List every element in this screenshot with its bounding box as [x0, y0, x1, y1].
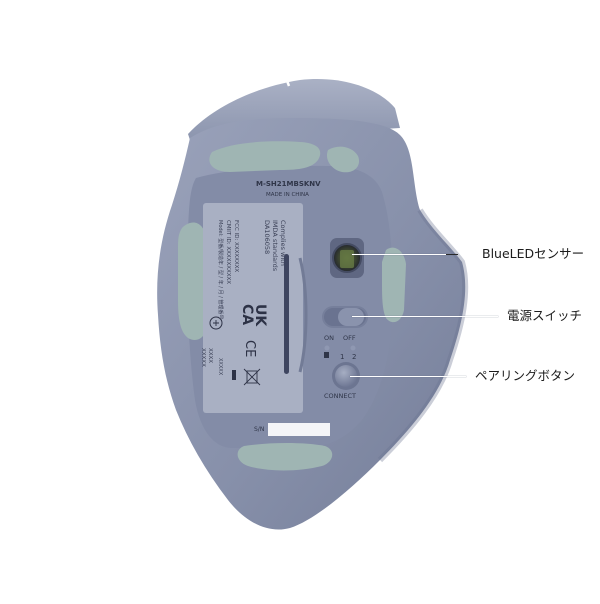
fcc-id: FCC ID: XXXXXXXX: [233, 220, 239, 272]
complies-line-3: DA106058: [263, 220, 271, 254]
power-callout-label: 電源スイッチ: [507, 308, 583, 323]
foot-bottom: [237, 443, 333, 471]
blue-led-sensor: [330, 238, 364, 278]
complies-line-2: IMDA standards: [271, 220, 279, 272]
code-line-1: XXXX: [207, 348, 213, 363]
code-line-2: XXXXX: [200, 348, 206, 367]
bar-mark: [232, 370, 236, 380]
channel-2: 2: [352, 353, 356, 361]
model-line: Model: 型番/製造年 / 型 / 年 / 月 / 管理番号: [217, 220, 224, 319]
power-callout-line: [352, 316, 498, 317]
foot-left: [178, 222, 208, 340]
serial-label: S/N: [254, 426, 264, 433]
foot-top: [209, 141, 321, 172]
cmiit-id: CMIIT ID: XXXXXXXXXX: [225, 220, 231, 284]
foot-top-right: [326, 146, 360, 173]
model-number: M-SH21MBSKNV: [256, 180, 321, 188]
ukca-bottom: CA: [239, 304, 255, 325]
pairing-callout-label: ペアリングボタン: [475, 368, 576, 383]
ukca-top: UK: [252, 304, 268, 327]
sensor-callout-line-tail: [446, 254, 458, 255]
sensor-callout-line: [352, 254, 456, 255]
pairing-callout-line: [350, 376, 466, 377]
serial-field: [268, 423, 330, 436]
connect-button[interactable]: [332, 362, 360, 390]
regulatory-text-group: Complies with IMDA standards DA106058 FC…: [200, 220, 287, 376]
battery-slot: [284, 254, 289, 374]
safety-symbol-icon: [209, 316, 223, 330]
ce-mark: CE: [242, 340, 257, 357]
connect-label: CONNECT: [324, 392, 356, 400]
channel-1: 1: [340, 353, 344, 361]
switch-on-label: ON: [324, 334, 334, 342]
made-in-text: MADE IN CHINA: [266, 192, 309, 198]
switch-off-label: OFF: [343, 334, 356, 342]
power-switch[interactable]: [322, 306, 368, 328]
regulatory-label: [203, 203, 303, 413]
foot-right: [382, 247, 406, 323]
ukca-mark: UK CA: [239, 304, 268, 327]
switch-indicator-left: [324, 345, 330, 351]
complies-line-1: Complies with: [279, 220, 287, 266]
device-icon: [324, 352, 329, 358]
weee-bin-icon: [243, 368, 261, 386]
sensor-callout-label: BlueLEDセンサー: [482, 246, 585, 261]
ce-text: CE: [242, 340, 257, 357]
serial-line: XXXXX: [217, 358, 223, 376]
switch-indicator-right: [350, 345, 356, 351]
